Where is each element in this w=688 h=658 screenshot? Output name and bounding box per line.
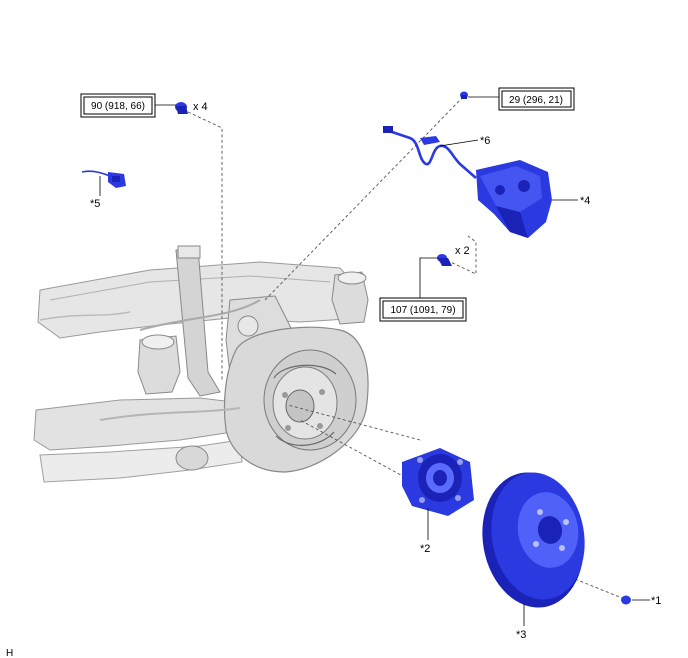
bolt-icon: [460, 91, 468, 99]
callout-4: *4: [580, 195, 590, 207]
callout-3: *3: [516, 629, 526, 641]
torque-connector: [419, 257, 438, 298]
torque-box-90: 90 (918, 66): [80, 93, 156, 118]
quantity-label-x4: x 4: [193, 101, 208, 113]
bolt-icon: [437, 254, 452, 266]
leader-lines: [187, 96, 623, 599]
torque-box-29: 29 (296, 21): [498, 87, 575, 111]
brake-hose-icon: [383, 126, 477, 179]
callout-2: *2: [420, 543, 430, 555]
hub-bearing-icon: [402, 448, 474, 516]
callout-5: *5: [90, 198, 100, 210]
quantity-label-x2: x 2: [455, 245, 470, 257]
torque-box-107: 107 (1091, 79): [379, 297, 467, 322]
torque-value-107: 107 (1091, 79): [390, 305, 455, 316]
bolt-icon: [175, 102, 188, 114]
brake-caliper-icon: [476, 160, 552, 238]
figure-id-letter: H: [6, 648, 13, 658]
speed-sensor-icon: [81, 170, 126, 188]
torque-value-90: 90 (918, 66): [91, 101, 145, 112]
callout-1: *1: [651, 595, 661, 607]
suspension-assembly: [33, 245, 369, 483]
brake-disc-icon: [482, 472, 585, 608]
torque-value-29: 29 (296, 21): [509, 95, 563, 106]
screw-icon: [621, 595, 631, 605]
callout-6: *6: [480, 135, 490, 147]
callout-leader: [439, 139, 479, 147]
